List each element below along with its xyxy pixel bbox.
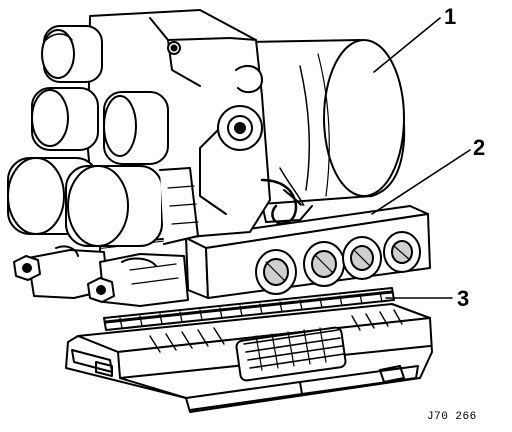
pipe-unions [13,245,189,307]
callout-1-label: 1 [444,4,457,29]
leader-line-1 [373,17,441,73]
leader-lines [371,17,471,299]
pump-motor-drawing [249,39,406,223]
gasket-strip [103,287,395,331]
solenoid-caps [7,25,199,247]
callout-3-label: 3 [457,286,470,311]
leader-line-2 [371,149,471,215]
callout-2-label: 2 [473,135,486,160]
control-unit-drawing [65,303,433,413]
figure-reference-code: J70 266 [427,411,477,423]
